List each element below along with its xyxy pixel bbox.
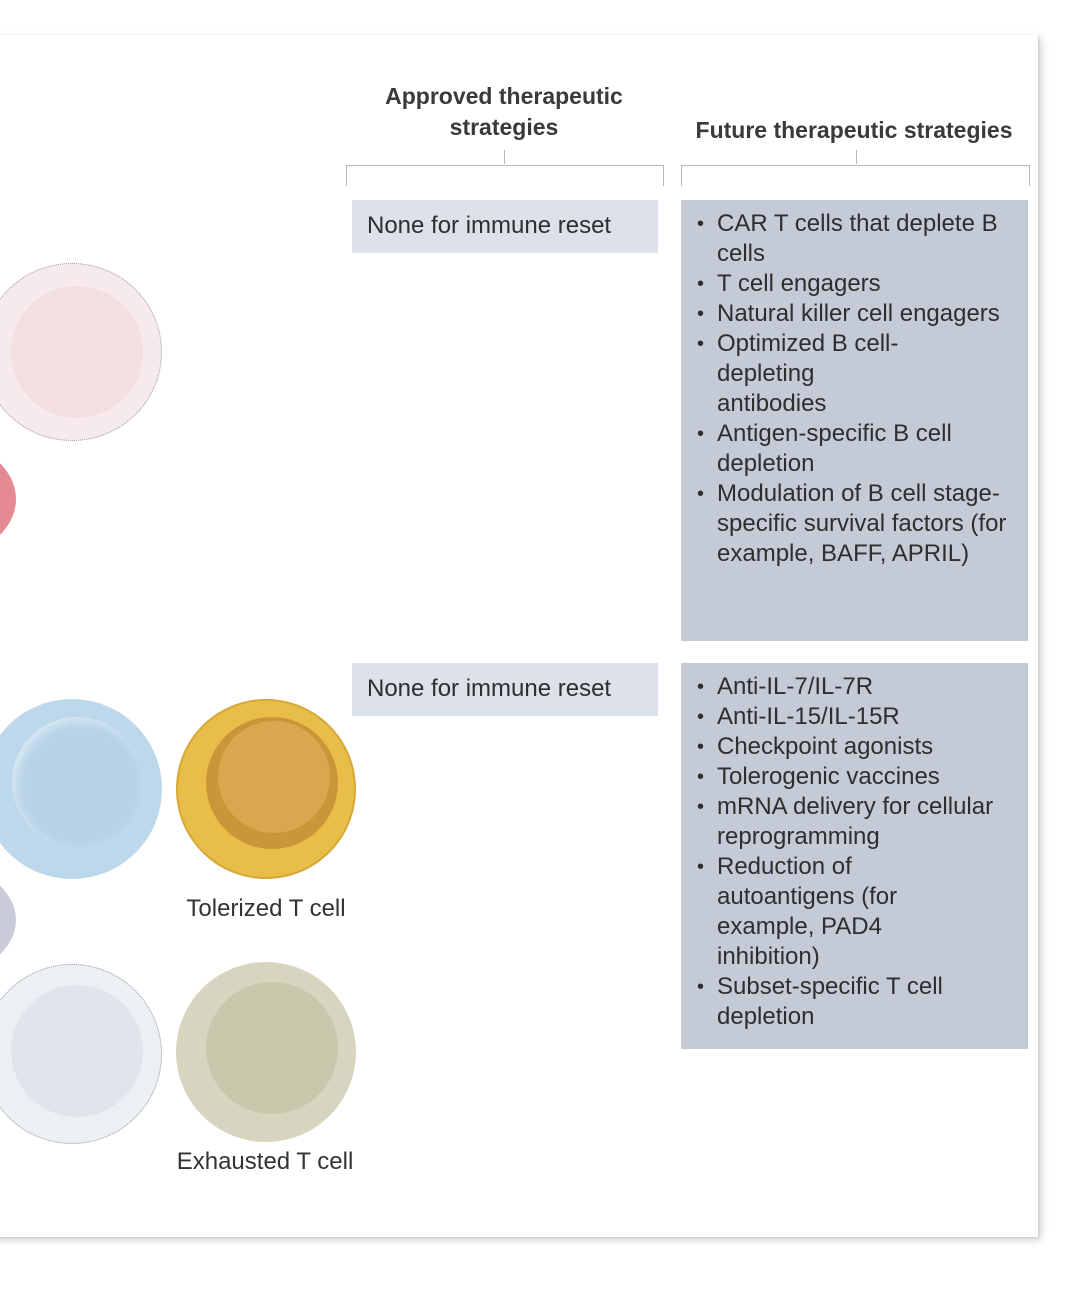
future-box-b-cell: • CAR T cells that deplete B cells • T cel… [681,200,1028,641]
list-item: • mRNA delivery for cellular reprogrammin… [695,792,1020,852]
future-bracket [681,165,1030,186]
approved-strategies-header: Approved therapeutic strategies [346,81,662,143]
list-item: • Optimized B cell-depleting antibodies [695,329,1020,419]
list-item-text: Subset-specific T cell depletion [717,973,943,1030]
approved-header-line2: strategies [449,114,559,140]
list-item: • CAR T cells that deplete B cells [695,209,1020,269]
bullet-icon: • [697,676,705,698]
list-item-text: Antigen-specific B cell depletion [717,420,952,477]
bullet-icon: • [697,796,705,818]
list-item: • Modulation of B cell stage-specific sur… [695,479,1020,569]
future-list-t-cell: • Anti-IL-7/IL-7R • Anti-IL-15/IL-15R • Che… [695,672,1020,1032]
bullet-icon: • [697,483,705,505]
list-item-text: CAR T cells that deplete B cells [717,210,998,267]
list-item-text: Checkpoint agonists [717,733,934,760]
future-list-b-cell: • CAR T cells that deplete B cells • T cel… [695,209,1020,569]
list-item-text: Anti-IL-7/IL-7R [717,673,874,700]
approved-header-line1: Approved therapeutic [385,83,623,109]
pink-cell-icon [0,263,162,441]
bullet-icon: • [697,976,705,998]
approved-bracket [346,165,664,186]
approved-box-b-cell: None for immune reset [352,200,658,253]
list-item: • Anti-IL-7/IL-7R [695,672,1020,702]
bullet-icon: • [697,766,705,788]
tolerized-t-cell-icon [176,699,356,879]
list-item-text: Tolerogenic vaccines [717,763,940,790]
approved-box-t-cell: None for immune reset [352,663,658,716]
list-item: • Natural killer cell engagers [695,299,1020,329]
list-item-text: Modulation of B cell stage-specific surv… [717,480,1007,567]
bullet-icon: • [697,273,705,295]
list-item-text: Anti-IL-15/IL-15R [717,703,900,730]
bullet-icon: • [697,303,705,325]
list-item: • Reduction of autoantigens (for example,… [695,852,1020,972]
future-strategies-header: Future therapeutic strategies [695,117,1013,143]
list-item: • Checkpoint agonists [695,732,1020,762]
bullet-icon: • [697,213,705,235]
list-item: • Anti-IL-15/IL-15R [695,702,1020,732]
list-item-text: Reduction of autoantigens (for example, … [717,853,898,970]
approved-bracket-tick [504,150,505,164]
list-item: • Antigen-specific B cell depletion [695,419,1020,479]
blue-cell-icon [0,699,162,879]
future-bracket-tick [856,150,857,164]
list-item-text: Optimized B cell-depleting antibodies [717,330,899,417]
list-item-text: T cell engagers [717,270,881,297]
list-item-text: Natural killer cell engagers [717,300,1000,327]
bullet-icon: • [697,333,705,355]
bullet-icon: • [697,856,705,878]
bullet-icon: • [697,423,705,445]
list-item: • Subset-specific T cell depletion [695,972,1020,1032]
bullet-icon: • [697,706,705,728]
tolerized-t-cell-label: Tolerized T cell [186,895,346,922]
list-item-text: mRNA delivery for cellular reprogramming [717,793,994,850]
list-item: • Tolerogenic vaccines [695,762,1020,792]
bullet-icon: • [697,736,705,758]
exhausted-t-cell-icon [176,962,356,1142]
grey-cell-icon [0,964,162,1144]
list-item: • T cell engagers [695,269,1020,299]
future-box-t-cell: • Anti-IL-7/IL-7R • Anti-IL-15/IL-15R • Che… [681,663,1028,1049]
exhausted-t-cell-label: Exhausted T cell [176,1148,354,1175]
